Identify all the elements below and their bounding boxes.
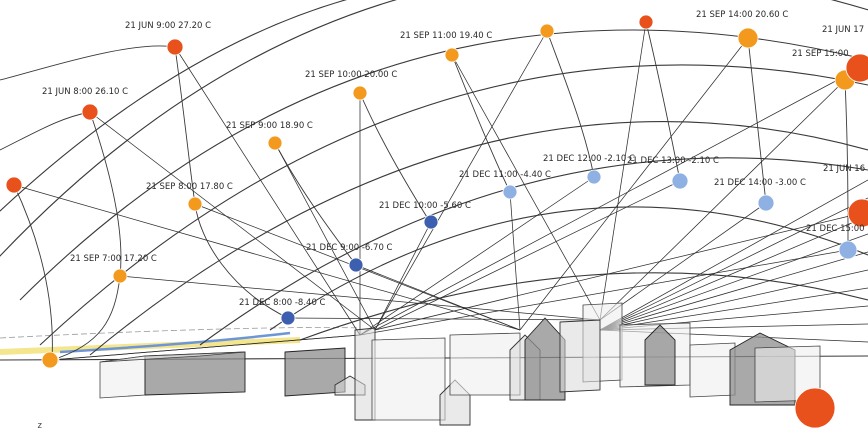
sun-marker-label: 21 DEC 15:00 [806,224,865,234]
building-right-gable-2 [644,324,676,386]
sun-ray [49,334,361,361]
sun-ray [509,191,521,331]
sun-marker-label: 21 JUN 16 [823,164,865,174]
sun-marker-label: 21 DEC 8:00 -8.40 C [239,298,326,308]
sun-marker-label: 21 SEP 11:00 19.40 C [400,31,492,41]
sun-ray [599,269,868,331]
sun-ray [374,212,863,331]
sun-ray [359,249,849,336]
sun-ray [274,142,376,331]
sun-ray [599,251,868,331]
sun-ray [599,215,868,331]
sun-marker [423,214,439,230]
sun-marker-label: 21 SEP 8:00 17.80 C [146,182,233,192]
sun-marker [794,387,836,429]
sun-ray [119,275,601,321]
sun-marker [187,196,203,212]
arc-dec-upper [199,157,868,346]
sun-marker-label: 21 DEC 9:00 -6.70 C [306,243,393,253]
sun-ray [359,176,595,336]
building-right-block [559,319,601,393]
arc-june [0,0,348,212]
sun-marker-label: 21 DEC 14:00 -3.00 C [714,178,806,188]
sun-marker [671,172,689,190]
sun-marker [847,198,868,228]
arc-mid [89,121,868,356]
sun-marker [502,184,518,200]
sun-marker [348,257,364,273]
sun-marker [737,27,759,49]
axis-corner-mark: z [37,421,43,431]
building-right-gable [524,317,566,401]
sun-marker [352,85,368,101]
sun-ray [599,79,846,321]
sun-marker [845,53,868,83]
sun-ray [599,233,868,331]
sun-marker-label: 21 JUN 9:00 27.20 C [125,21,211,31]
sun-rays [13,21,868,361]
sun-ray [287,317,601,321]
sun-marker [166,38,184,56]
sun-ray [599,202,767,321]
arc-sept-upper [19,29,868,301]
buildings [99,302,821,426]
arc-dec [269,206,868,331]
sun-ray [374,30,548,331]
sun-marker [280,310,296,326]
sun-marker-label: 21 SEP 15:00 [792,49,849,59]
sun-marker-label: 21 DEC 10:00 -5.60 C [379,201,471,211]
arc-dec-lower [299,272,868,341]
sun-markers: 21 JUN 9:00 27.20 C 21 JUN 8:00 26.10 C 21… [5,10,868,429]
sun-ray [599,287,868,331]
sun-marker-label: 21 SEP 14:00 20.60 C [696,10,788,20]
sun-ray [599,179,868,331]
sun-marker-label: 21 SEP 9:00 18.90 C [226,121,313,131]
sun-marker-label: 21 DEC 11:00 -4.40 C [459,170,551,180]
sun-marker [81,103,99,121]
sun-path-arcs [0,0,868,356]
sun-ray [89,111,376,331]
sun-marker [112,268,128,284]
building-center [449,332,521,396]
sun-ray [519,37,749,331]
sun-marker-label: 21 DEC 13:00 -2.10 C [627,156,719,166]
sun-ray [359,67,861,336]
horizon-ghost-line [0,327,361,339]
sun-marker [638,14,654,30]
sun-ray [174,46,361,336]
sun-marker [586,169,602,185]
arc-sept [39,64,868,346]
sun-ray [599,197,868,331]
sun-ray [13,184,521,331]
building-main-block [371,337,446,421]
sun-ray [599,21,647,321]
sun-marker [539,23,555,39]
arc-outer [0,0,868,257]
sun-marker-label: 21 JUN 8:00 26.10 C [42,87,128,97]
sun-ray [374,221,432,331]
sun-ray [374,180,681,331]
sun-marker [267,135,283,151]
sun-marker-label: 21 DEC 12:00 -2.10 C [543,154,635,164]
sun-marker [41,351,59,369]
building-far-right [689,342,736,398]
sun-marker [444,47,460,63]
sun-marker-label: 21 SEP 7:00 17.20 C [70,254,157,264]
sun-marker [757,194,775,212]
building-left-low [99,355,146,399]
sun-marker-label: 21 SEP 10:00 20.00 C [305,70,397,80]
sun-ray [451,54,601,321]
sun-marker-label: 21 JUN 17 [822,25,864,35]
building-left-low-roof [99,351,246,363]
sun-marker [5,176,23,194]
sun-marker [838,240,858,260]
